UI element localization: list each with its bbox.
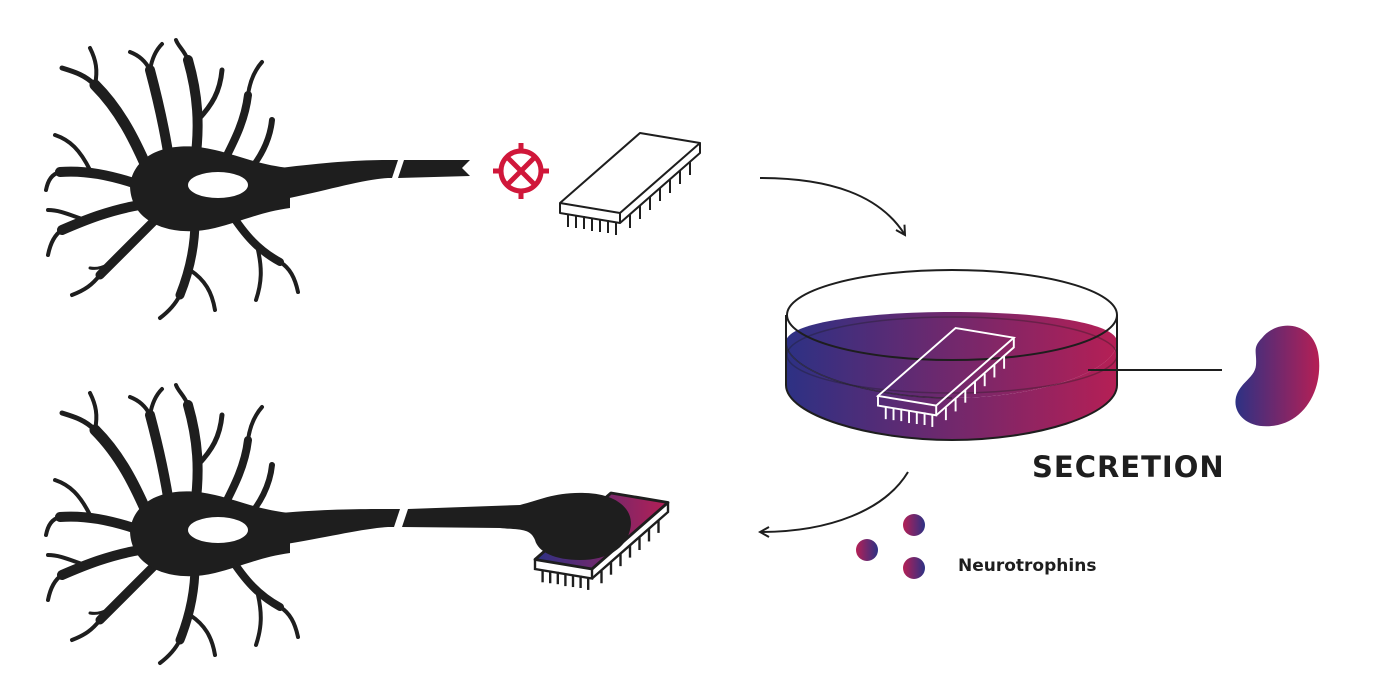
arrow-to-dish [759,177,905,235]
dish-microchip-icon [875,326,1016,427]
neurotrophin-dot-icon [856,539,878,561]
neurotrophins-label: Neurotrophins [958,556,1096,576]
top-neuron-icon [46,40,470,318]
bottom-neuron-icon [46,385,400,663]
secretion-label: SECRETION [1032,450,1225,484]
secreting-cell-icon [1235,325,1320,427]
top-axon [280,160,398,200]
neurotrophin-dot-icon [903,514,925,536]
neurotrophins-group [856,514,925,579]
microchip-icon [559,132,701,236]
crossed-target-icon [493,143,549,199]
top-axon-broken-end [398,160,470,178]
bottom-axon-growth-cone [402,492,631,560]
petri-dish-icon [785,269,1118,442]
arrow-to-neuron [760,471,909,532]
neurotrophin-dot-icon [903,557,925,579]
